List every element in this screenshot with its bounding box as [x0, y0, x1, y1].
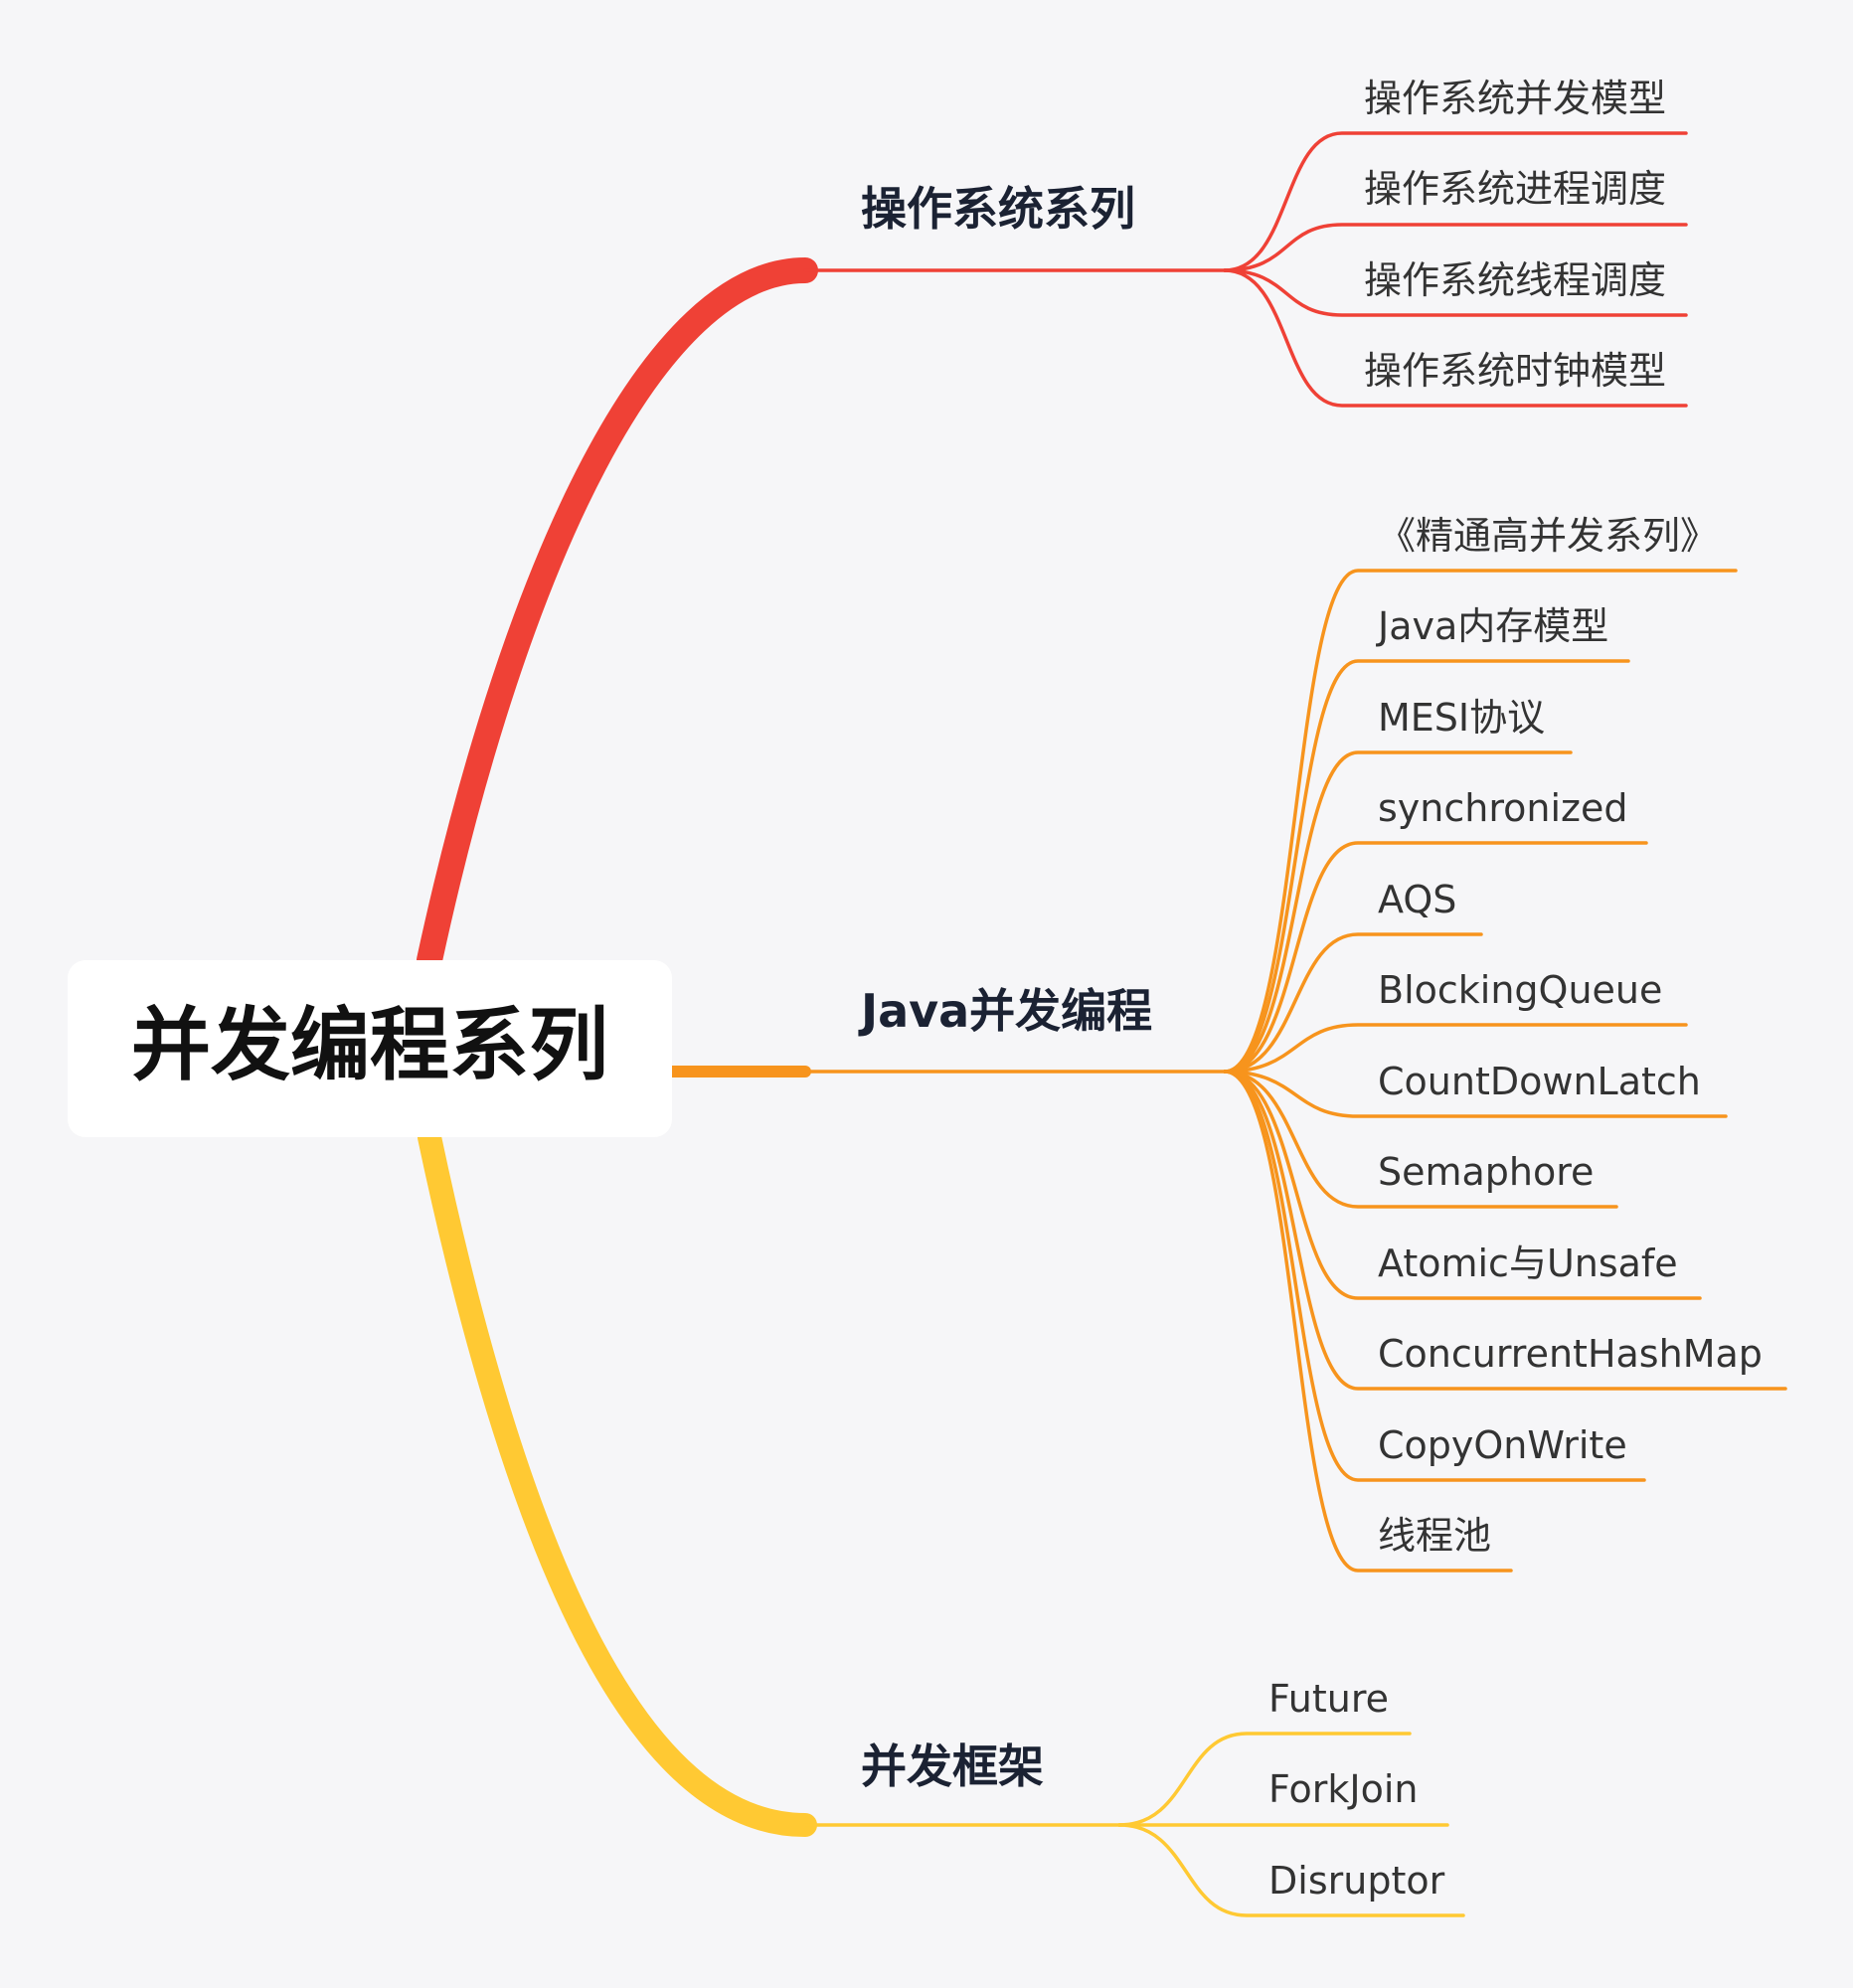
connector-layer — [417, 131, 1787, 1917]
leaf-java-thread-pool[interactable]: 线程池 — [1378, 1514, 1491, 1558]
leaf-os-concurrency-model[interactable]: 操作系统并发模型 — [1364, 77, 1666, 120]
connector-os-leaf — [1223, 268, 1688, 317]
connector-java-leaf — [1223, 750, 1573, 1074]
connector-java-leaf — [1223, 1070, 1618, 1209]
connector-java-leaf — [1223, 1070, 1513, 1573]
leaf-java-copyonwrite[interactable]: CopyOnWrite — [1378, 1423, 1627, 1467]
branch-label-framework[interactable]: 并发框架 — [861, 1740, 1044, 1793]
connector-java-leaf — [1223, 1023, 1688, 1074]
connector-framework-leaf — [1117, 1732, 1412, 1827]
connector-java-leaf — [1223, 659, 1630, 1074]
branch-label-os[interactable]: 操作系统系列 — [861, 182, 1135, 236]
leaf-java-memory-model[interactable]: Java内存模型 — [1376, 604, 1608, 648]
leaf-os-thread-scheduling[interactable]: 操作系统线程调度 — [1364, 258, 1666, 302]
connector-java-leaf — [1223, 1070, 1728, 1118]
root-node-label: 并发编程系列 — [131, 999, 608, 1091]
connector-root-framework — [418, 1125, 817, 1837]
connector-java-leaf — [1223, 1070, 1787, 1391]
leaf-java-synchronized[interactable]: synchronized — [1378, 786, 1627, 830]
leaf-framework-disruptor[interactable]: Disruptor — [1268, 1859, 1445, 1903]
leaf-os-clock-model[interactable]: 操作系统时钟模型 — [1364, 349, 1666, 393]
leaf-java-high-concurrency-series[interactable]: 《精通高并发系列》 — [1378, 514, 1718, 558]
leaf-java-countdownlatch[interactable]: CountDownLatch — [1378, 1060, 1701, 1103]
connector-java-leaf — [1223, 932, 1483, 1074]
leaf-java-mesi[interactable]: MESI协议 — [1378, 696, 1545, 740]
leaf-os-process-scheduling[interactable]: 操作系统进程调度 — [1364, 167, 1666, 211]
leaf-framework-forkjoin[interactable]: ForkJoin — [1268, 1767, 1418, 1811]
connector-java-leaf — [1223, 1070, 1646, 1482]
connector-java-leaf — [1223, 1070, 1702, 1300]
connector-root-os — [417, 257, 818, 973]
connector-os-leaf — [1223, 223, 1688, 272]
leaf-java-concurrenthashmap[interactable]: ConcurrentHashMap — [1378, 1332, 1763, 1376]
connector-os-leaf — [1223, 131, 1688, 272]
leaf-java-atomic-unsafe[interactable]: Atomic与Unsafe — [1378, 1242, 1678, 1285]
root-node-box — [68, 960, 672, 1137]
root-node[interactable]: 并发编程系列 — [68, 960, 672, 1137]
leaf-java-semaphore[interactable]: Semaphore — [1378, 1150, 1594, 1194]
branch-label-java[interactable]: Java并发编程 — [858, 984, 1152, 1038]
connector-java-leaf — [1223, 569, 1738, 1074]
leaf-framework-future[interactable]: Future — [1268, 1677, 1389, 1721]
connector-java-leaf — [1223, 841, 1648, 1074]
connector-os-leaf — [1223, 268, 1688, 408]
connector-framework-leaf — [1117, 1823, 1465, 1917]
leaf-java-aqs[interactable]: AQS — [1378, 878, 1456, 921]
leaf-java-blockingqueue[interactable]: BlockingQueue — [1378, 968, 1662, 1012]
